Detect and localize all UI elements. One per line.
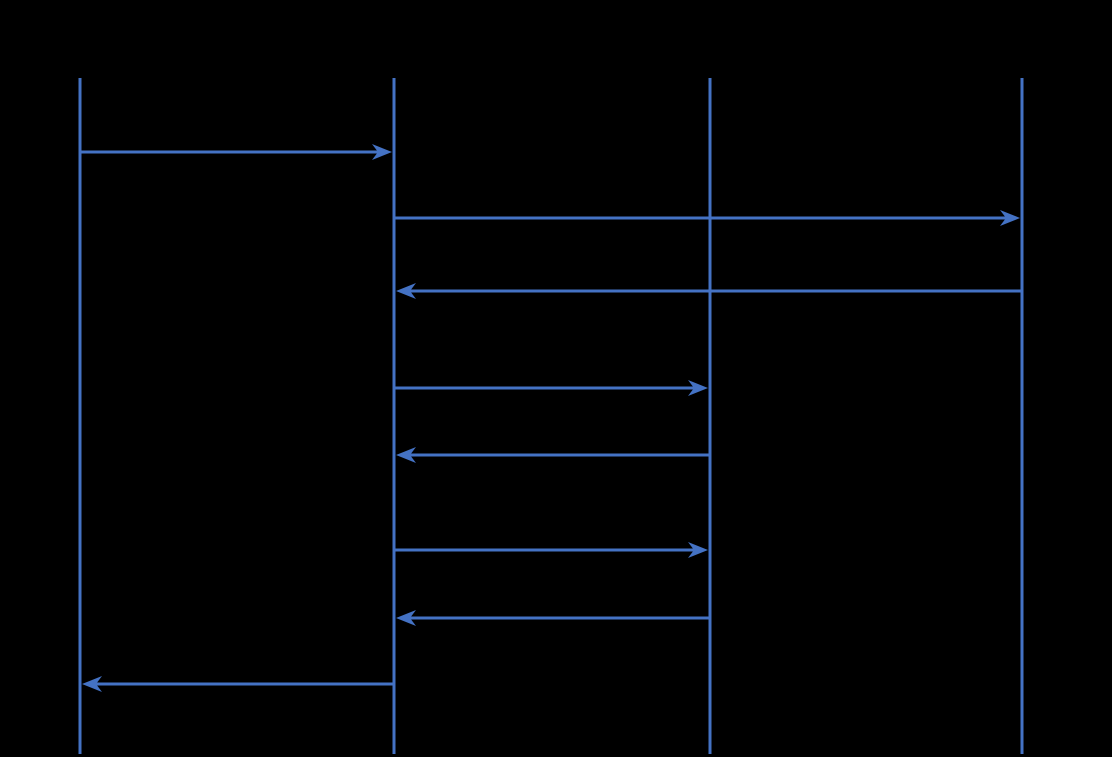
message-4-arrowhead-icon [688,380,708,396]
message-8-arrowhead-icon [82,676,102,692]
message-5-arrowhead-icon [396,447,416,463]
message-6-arrowhead-icon [688,542,708,558]
message-2-arrowhead-icon [1000,210,1020,226]
message-3-arrowhead-icon [396,283,416,299]
message-7-arrowhead-icon [396,610,416,626]
message-1-arrowhead-icon [372,144,392,160]
